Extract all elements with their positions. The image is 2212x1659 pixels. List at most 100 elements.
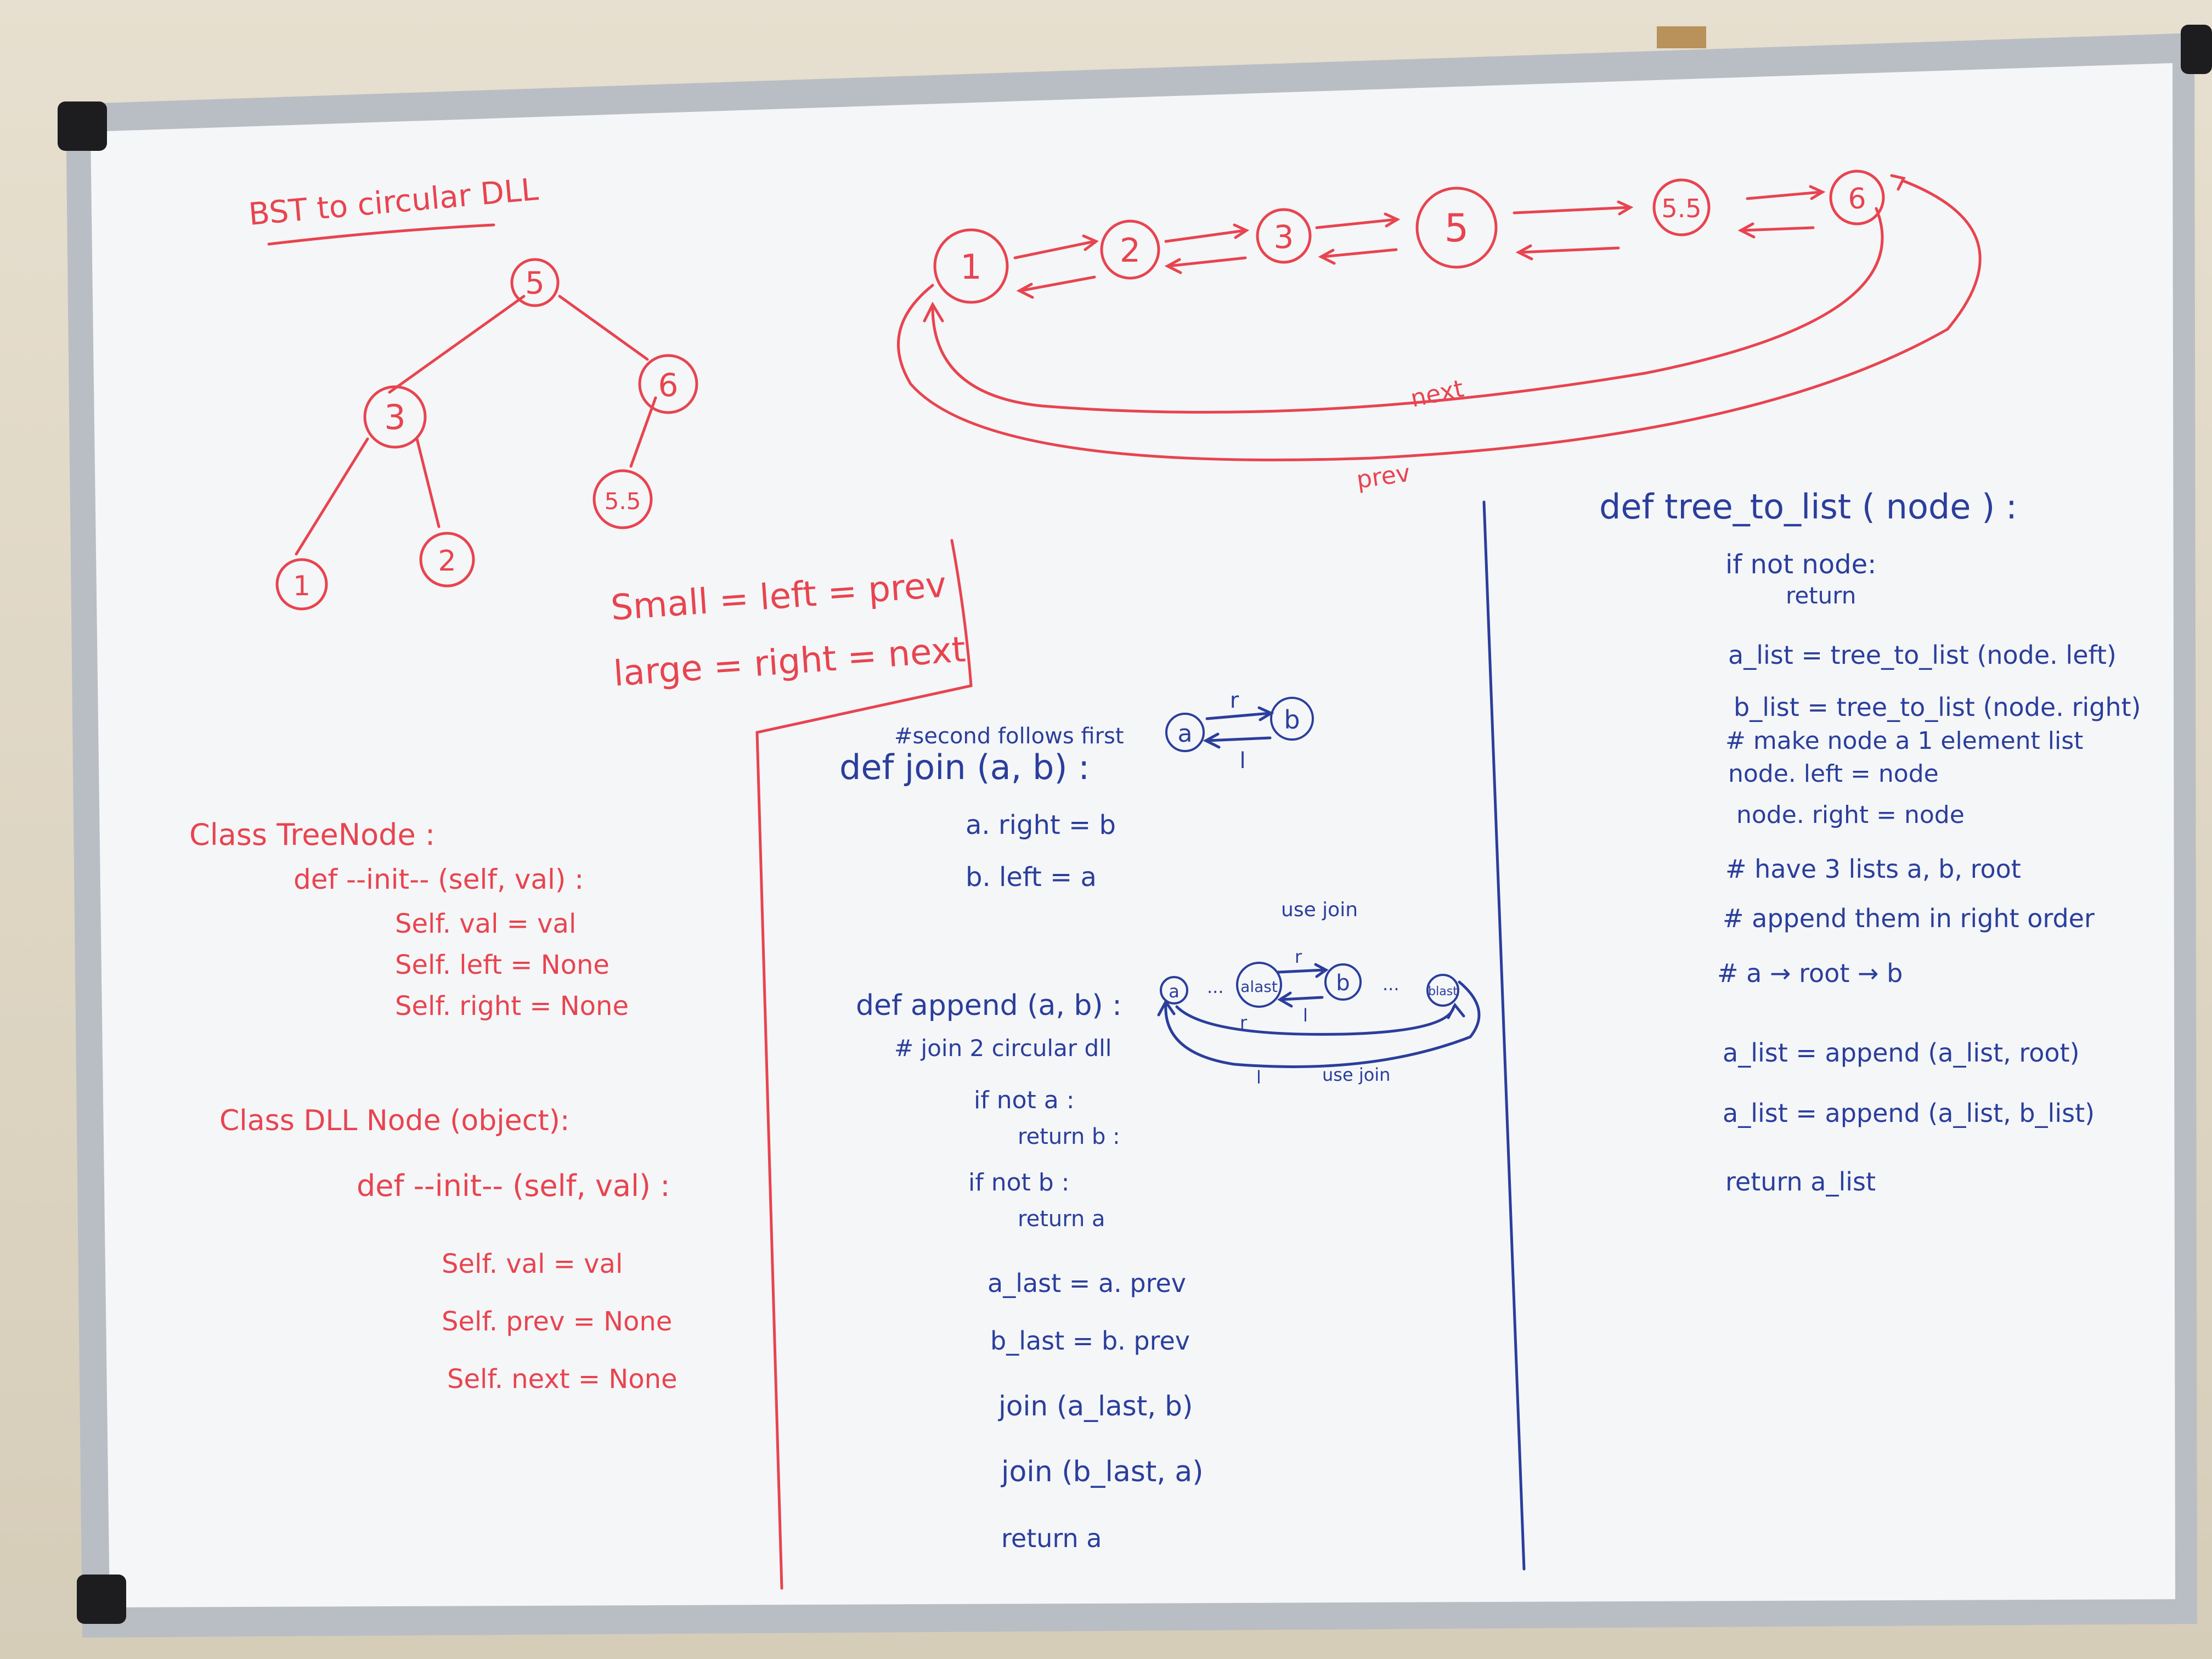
dllnode-init: def --init-- (self, val) : [357, 1169, 670, 1203]
append-diagram-use-join-bottom: use join [1322, 1064, 1390, 1085]
tree-node-root [510, 258, 560, 307]
append-diagram-dots-1: ... [1207, 977, 1224, 997]
dllnode-next: Self. next = None [447, 1364, 678, 1395]
append-diagram-alast [1236, 962, 1282, 1008]
append-diagram-label-blast: blast [1428, 985, 1458, 998]
append-diagram-a [1160, 976, 1188, 1005]
ttl-line-10: # a → root → b [1717, 958, 1903, 988]
append-diagram-dots-2: ... [1383, 974, 1400, 995]
join-line-1: a. right = b [966, 810, 1116, 840]
ttl-header: def tree_to_list ( node ) : [1599, 487, 2017, 527]
append-function-block: def append (a, b) : # join 2 circular dl… [856, 989, 1204, 1553]
tree-node-1 [275, 558, 328, 611]
treenode-init: def --init-- (self, val) : [294, 864, 584, 895]
dll-node-6 [1829, 170, 1885, 225]
join-diagram-node-b [1270, 697, 1314, 741]
dll-label-5-5: 5.5 [1661, 194, 1701, 223]
append-diagram-blast [1426, 974, 1459, 1007]
append-line-1: if not a : [974, 1086, 1075, 1114]
dllnode-val: Self. val = val [442, 1249, 623, 1279]
corner-cap [77, 1575, 126, 1624]
tree-node-3 [363, 385, 427, 449]
dll-node-1 [933, 228, 1009, 304]
join-diagram-r: r [1230, 688, 1239, 713]
ttl-line-1: if not node: [1725, 549, 1876, 580]
append-diagram-label-alast: alast [1240, 978, 1278, 996]
dll-label-6: 6 [1848, 183, 1866, 216]
append-line-6: b_last = b. prev [990, 1326, 1190, 1356]
dll-node-3 [1256, 208, 1312, 264]
dllnode-header: Class DLL Node (object): [219, 1104, 569, 1137]
tree-node-5-5 [592, 469, 653, 529]
dll-node-5 [1415, 187, 1498, 269]
ttl-line-13: return a_list [1725, 1167, 1876, 1197]
append-line-4: return a [1018, 1206, 1105, 1232]
append-diagram: use join a ... alast b ... blast r l r l… [1157, 899, 1481, 1088]
title-underline [267, 223, 495, 246]
append-diagram-label-b: b [1336, 970, 1350, 996]
dllnode-prev: Self. prev = None [442, 1306, 672, 1337]
dll-label-1: 1 [960, 247, 981, 287]
ttl-line-7: node. right = node [1736, 801, 1965, 829]
corner-cap [58, 101, 107, 151]
tree-label-2: 2 [438, 545, 456, 578]
join-function-block: #second follows first def join (a, b) : … [839, 688, 1314, 893]
join-comment: #second follows first [894, 724, 1124, 749]
dll-label-5: 5 [1444, 206, 1469, 251]
join-header: def join (a, b) : [839, 747, 1090, 787]
treenode-right: Self. right = None [395, 991, 629, 1022]
ttl-line-12: a_list = append (a_list, b_list) [1723, 1098, 2095, 1128]
ttl-line-2: return [1786, 582, 1856, 609]
append-diagram-r-top: r [1295, 946, 1302, 967]
treenode-left: Self. left = None [395, 950, 610, 980]
circular-dll-diagram: 1 2 3 5 5.5 6 next prev [897, 170, 1982, 494]
tree-node-2 [419, 532, 475, 588]
ttl-line-5: # make node a 1 element list [1725, 727, 2083, 755]
tree-label-5-5: 5.5 [605, 488, 641, 515]
join-diagram-label-a: a [1178, 720, 1193, 748]
join-diagram-label-b: b [1284, 705, 1300, 735]
whiteboard-surface [91, 63, 2175, 1607]
tape [1657, 26, 1706, 48]
append-comment: # join 2 circular dll [894, 1035, 1111, 1062]
append-line-5: a_last = a. prev [988, 1268, 1186, 1298]
treenode-header: Class TreeNode : [189, 817, 435, 852]
treenode-val: Self. val = val [395, 909, 576, 939]
append-line-2: return b : [1018, 1124, 1120, 1149]
red-divider-line [755, 539, 973, 1590]
corner-cap [2181, 25, 2212, 74]
blue-divider-line [1482, 500, 1526, 1571]
ttl-line-11: a_list = append (a_list, root) [1723, 1038, 2080, 1068]
append-diagram-l-bottom: l [1256, 1067, 1261, 1088]
tree-label-6: 6 [658, 366, 679, 404]
class-dllnode-block: Class DLL Node (object): def --init-- (s… [219, 1104, 678, 1395]
tree-label-root: 5 [525, 266, 545, 301]
ttl-line-9: # append them in right order [1723, 904, 2095, 933]
dll-label-2: 2 [1120, 232, 1141, 270]
join-diagram-l: l [1239, 748, 1245, 774]
append-line-8: join (b_last, a) [1001, 1455, 1204, 1488]
tree-to-list-block: def tree_to_list ( node ) : if not node:… [1599, 487, 2141, 1197]
ttl-line-4: b_list = tree_to_list (node. right) [1734, 692, 2141, 722]
append-diagram-l-inner: l [1303, 1005, 1308, 1026]
bst-tree: 5 3 6 1 2 5.5 [275, 258, 698, 611]
tree-label-3: 3 [384, 397, 405, 437]
dll-node-5-5 [1652, 178, 1711, 236]
append-header: def append (a, b) : [856, 989, 1122, 1022]
append-diagram-use-join-top: use join [1281, 899, 1358, 921]
ttl-line-8: # have 3 lists a, b, root [1725, 854, 2021, 884]
append-diagram-b [1324, 963, 1362, 1001]
ttl-line-6: node. left = node [1728, 760, 1939, 788]
join-diagram-node-a [1165, 713, 1205, 752]
class-treenode-block: Class TreeNode : def --init-- (self, val… [189, 817, 629, 1022]
dll-node-2 [1100, 219, 1160, 280]
append-line-9: return a [1001, 1523, 1102, 1553]
tree-node-6 [638, 354, 698, 414]
append-line-7: join (a_last, b) [998, 1390, 1193, 1422]
append-line-3: if not b : [968, 1169, 1070, 1197]
tree-label-1: 1 [293, 570, 311, 602]
join-line-2: b. left = a [966, 862, 1097, 893]
dll-label-3: 3 [1274, 218, 1294, 256]
append-diagram-label-a: a [1169, 981, 1180, 1002]
